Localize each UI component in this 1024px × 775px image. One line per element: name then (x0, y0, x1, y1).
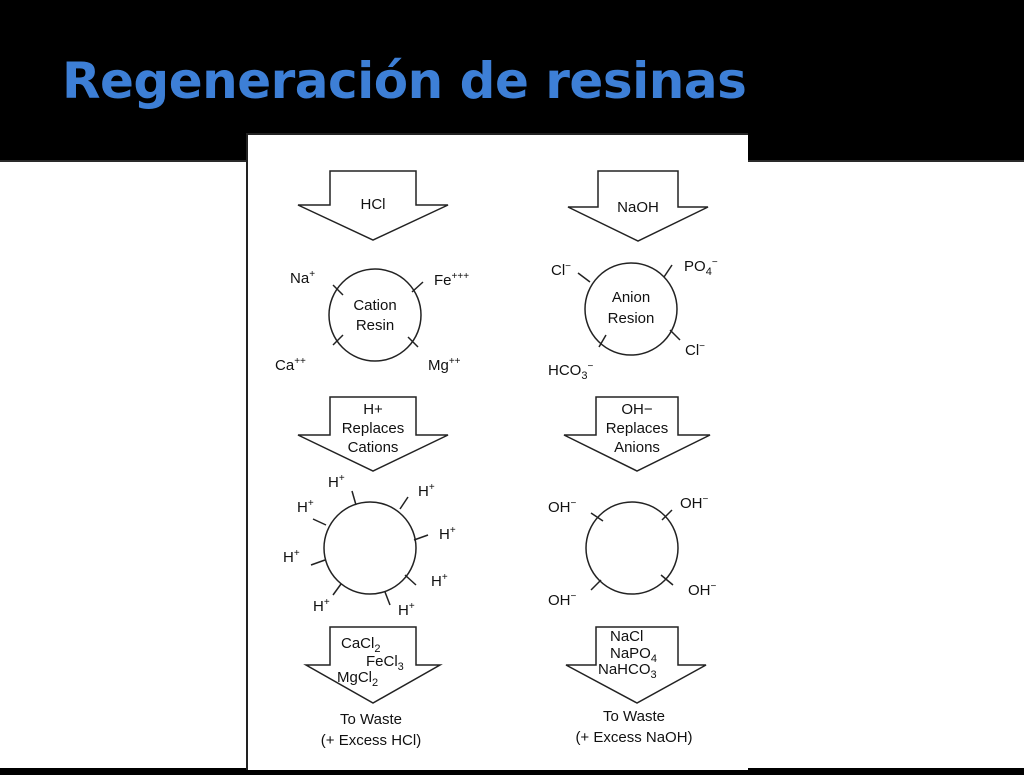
regeneration-diagram: HCl Cation Resin Na+ Fe+++ Ca++ Mg++ H+ … (275, 170, 718, 749)
oh-tick-2 (661, 509, 673, 521)
waste-fecl3: FeCl3 (366, 653, 404, 673)
cation-tick-na (332, 284, 344, 296)
anion-tick-hco3 (598, 334, 607, 348)
resin-regeneration-figure: HCl Cation Resin Na+ Fe+++ Ca++ Mg++ H+ … (246, 133, 748, 770)
anion-tick-cl-right (669, 329, 681, 341)
ion-na: Na+ (290, 269, 315, 287)
anion-resin-label-2: Resion (608, 310, 655, 327)
anion-resin-label-1: Anion (612, 289, 650, 306)
hcl-arrow (297, 170, 449, 241)
anion-tick-cl-top (577, 272, 591, 283)
h-tick-6 (404, 574, 417, 586)
h-tick-7 (332, 583, 342, 596)
naoh-label: NaOH (617, 199, 659, 216)
anion-tick-po4 (663, 264, 673, 278)
naoh-arrow (567, 170, 709, 242)
oh-ion-4: OH− (688, 581, 717, 599)
h-tick-8 (384, 591, 391, 606)
h-replaces-line-2: Replaces (342, 420, 405, 437)
waste-cacl2: CaCl2 (341, 635, 380, 655)
cation-waste-arrow (303, 626, 443, 704)
ion-ca: Ca++ (275, 356, 306, 374)
oh-tick-1 (590, 512, 604, 522)
anion-excess-naoh: (+ Excess NaOH) (575, 729, 692, 746)
h-ion-7: H+ (313, 597, 330, 615)
h-replaces-line-1: H+ (363, 401, 383, 418)
h-ion-5: H+ (283, 548, 300, 566)
waste-nahco3: NaHCO3 (598, 661, 657, 681)
anion-waste-arrow (565, 626, 707, 704)
h-ion-6: H+ (431, 572, 448, 590)
waste-napo4: NaPO4 (610, 645, 657, 665)
h-replaces-line-3: Cations (348, 439, 399, 456)
cation-tick-ca (332, 334, 344, 346)
anion-to-waste: To Waste (603, 708, 665, 725)
cation-to-waste: To Waste (340, 711, 402, 728)
cation-tick-mg (407, 336, 419, 348)
cation-resin-label-2: Resin (356, 317, 394, 334)
h-loaded-resin-circle (323, 501, 417, 595)
h-tick-1 (351, 490, 357, 506)
oh-ion-2: OH− (680, 494, 709, 512)
oh-ion-1: OH− (548, 498, 577, 516)
ion-po4: PO4− (684, 257, 718, 278)
ion-mg: Mg++ (428, 356, 461, 374)
h-ion-2: H+ (418, 482, 435, 500)
ion-fe: Fe+++ (434, 271, 469, 289)
h-ion-4: H+ (439, 525, 456, 543)
cation-excess-hcl: (+ Excess HCl) (321, 732, 421, 749)
h-tick-2 (399, 496, 409, 510)
oh-replaces-arrow (563, 396, 711, 472)
oh-loaded-resin-circle (585, 501, 679, 595)
ion-cl-top: Cl− (551, 261, 571, 279)
cation-resin-label-1: Cation (353, 297, 396, 314)
cation-resin-circle (328, 268, 422, 362)
waste-mgcl2: MgCl2 (337, 669, 378, 689)
h-tick-4 (413, 534, 429, 541)
h-ion-1: H+ (328, 473, 345, 491)
oh-tick-3 (590, 579, 602, 591)
oh-replaces-line-2: Replaces (606, 420, 669, 437)
oh-replaces-line-1: OH− (621, 401, 653, 418)
h-tick-5 (310, 559, 326, 566)
oh-ion-3: OH− (548, 591, 577, 609)
ion-hco3: HCO3− (548, 361, 593, 382)
h-tick-3 (312, 518, 327, 526)
oh-replaces-line-3: Anions (614, 439, 660, 456)
h-ion-3: H+ (297, 498, 314, 516)
ion-cl-right: Cl− (685, 341, 705, 359)
h-replaces-arrow (297, 396, 449, 472)
waste-nacl: NaCl (610, 628, 643, 645)
hcl-label: HCl (361, 196, 386, 213)
h-ion-8: H+ (398, 601, 415, 619)
cation-tick-fe (411, 281, 424, 293)
slide-title: Regeneración de resinas (62, 52, 747, 110)
anion-resin-circle (584, 262, 678, 356)
oh-tick-4 (660, 574, 674, 586)
